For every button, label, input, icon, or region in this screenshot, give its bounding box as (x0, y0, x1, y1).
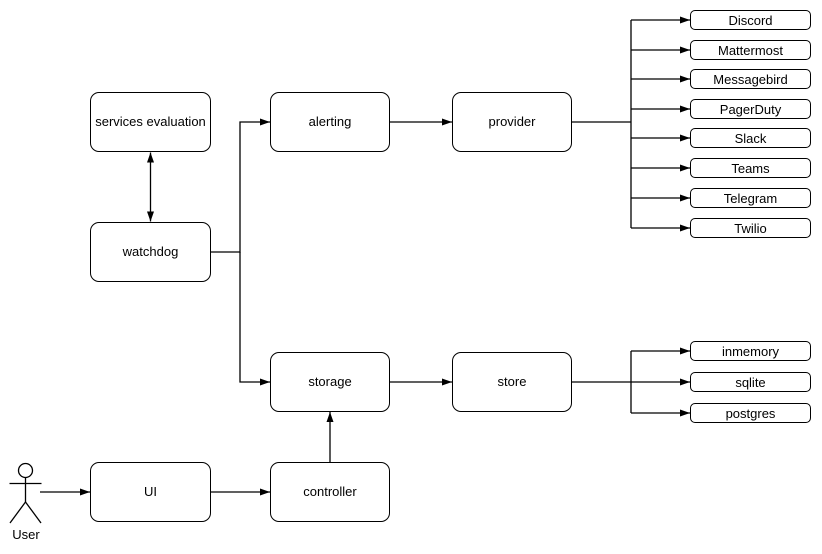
provider-item-teams: Teams (690, 158, 811, 178)
edge-watchdog-storage (239, 252, 270, 386)
provider-item-twilio: Twilio (690, 218, 811, 238)
provider-item-mattermost: Mattermost (690, 40, 811, 60)
node-watchdog: watchdog (90, 222, 211, 282)
user-actor-icon (9, 462, 42, 524)
provider-item-messagebird: Messagebird (690, 69, 811, 89)
store-item-inmemory: inmemory (690, 341, 811, 361)
user-actor-label: User (12, 527, 40, 542)
store-item-postgres: postgres (690, 403, 811, 423)
node-store: store (452, 352, 572, 412)
provider-item-pagerduty: PagerDuty (690, 99, 811, 119)
provider-item-discord: Discord (690, 10, 811, 30)
edge-watchdog-alerting (211, 118, 270, 253)
edge-provider-trunk (572, 20, 632, 228)
node-alerting: alerting (270, 92, 390, 152)
provider-item-telegram: Telegram (690, 188, 811, 208)
provider-item-slack: Slack (690, 128, 811, 148)
node-storage: storage (270, 352, 390, 412)
node-services-evaluation: services evaluation (90, 92, 211, 152)
node-provider: provider (452, 92, 572, 152)
node-ui: UI (90, 462, 211, 522)
node-controller: controller (270, 462, 390, 522)
edge-store-trunk (572, 351, 632, 413)
store-item-sqlite: sqlite (690, 372, 811, 392)
